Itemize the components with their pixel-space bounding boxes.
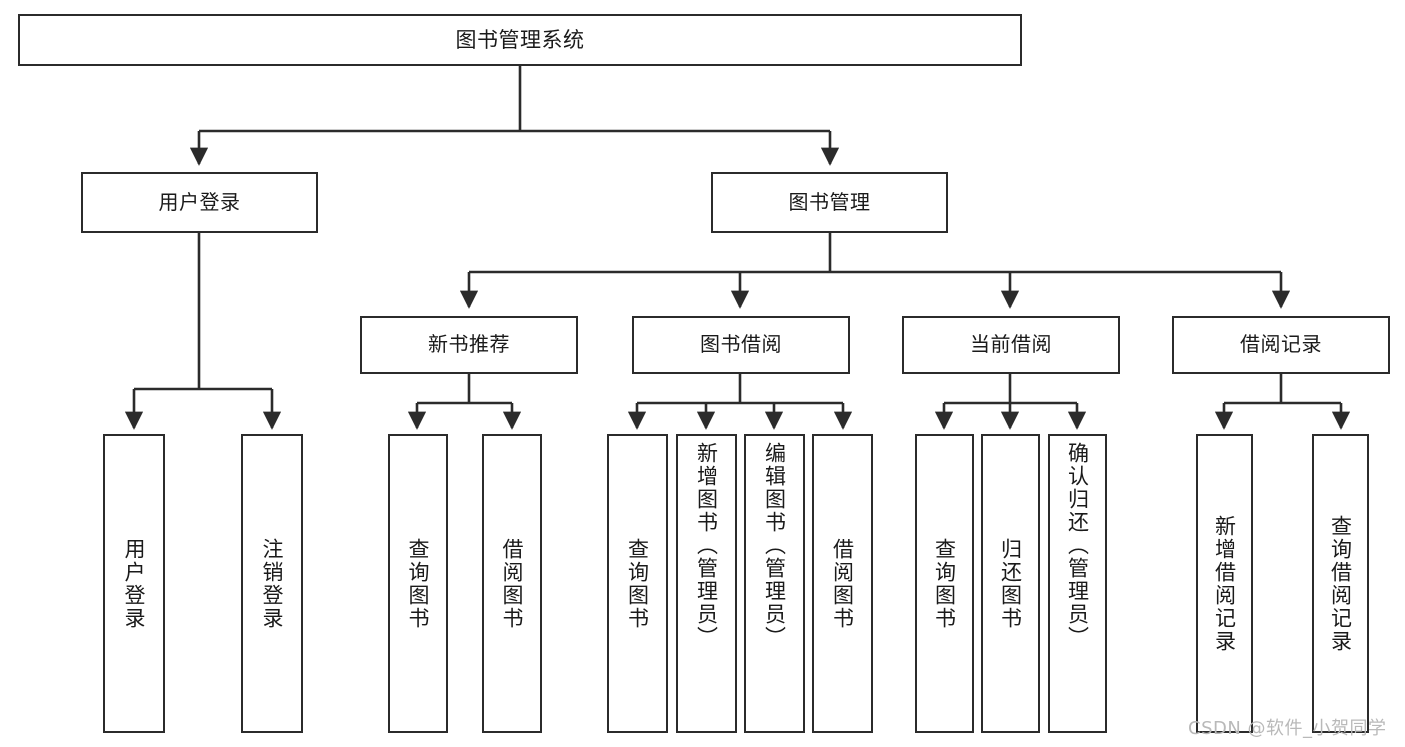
node-label: 借阅图书 bbox=[830, 537, 855, 630]
node-user-login[interactable]: 用户登录 bbox=[81, 172, 318, 233]
leaf-query-book-recommend[interactable]: 查询图书 bbox=[388, 434, 448, 733]
node-label: 用户登录 bbox=[158, 189, 241, 214]
node-book-manage[interactable]: 图书管理 bbox=[711, 172, 948, 233]
leaf-edit-book-admin[interactable]: 编辑图书（管理员） bbox=[744, 434, 805, 733]
node-label: 归还图书 bbox=[998, 537, 1023, 630]
node-label: 新书推荐 bbox=[428, 332, 510, 357]
leaf-add-borrow-record[interactable]: 新增借阅记录 bbox=[1196, 434, 1253, 733]
node-label: 查询图书 bbox=[406, 537, 431, 630]
node-label: 借阅图书 bbox=[500, 537, 525, 630]
node-label: 查询借阅记录 bbox=[1328, 514, 1353, 653]
node-label: 图书管理 bbox=[788, 189, 871, 214]
node-new-book-recommend[interactable]: 新书推荐 bbox=[360, 316, 578, 374]
leaf-query-borrow-record[interactable]: 查询借阅记录 bbox=[1312, 434, 1369, 733]
leaf-logout-login[interactable]: 注销登录 bbox=[241, 434, 303, 733]
node-label: 当前借阅 bbox=[970, 332, 1052, 357]
leaf-borrow-book-recommend[interactable]: 借阅图书 bbox=[482, 434, 542, 733]
node-label: 图书管理系统 bbox=[455, 27, 585, 52]
leaf-add-book-admin[interactable]: 新增图书（管理员） bbox=[676, 434, 737, 733]
node-label: 图书借阅 bbox=[700, 332, 782, 357]
node-label: 编辑图书（管理员） bbox=[762, 442, 787, 649]
leaf-borrow-book-borrow[interactable]: 借阅图书 bbox=[812, 434, 873, 733]
csdn-watermark: CSDN @软件_小贺同学 bbox=[1188, 718, 1387, 739]
node-borrow-record[interactable]: 借阅记录 bbox=[1172, 316, 1390, 374]
node-label: 注销登录 bbox=[260, 537, 285, 630]
node-label: 新增借阅记录 bbox=[1212, 514, 1237, 653]
node-current-borrow[interactable]: 当前借阅 bbox=[902, 316, 1120, 374]
leaf-user-login[interactable]: 用户登录 bbox=[103, 434, 165, 733]
node-label: 确认归还（管理员） bbox=[1065, 442, 1090, 649]
node-root-system[interactable]: 图书管理系统 bbox=[18, 14, 1022, 66]
node-label: 查询图书 bbox=[932, 537, 957, 630]
leaf-query-book-borrow[interactable]: 查询图书 bbox=[607, 434, 668, 733]
node-book-borrow[interactable]: 图书借阅 bbox=[632, 316, 850, 374]
node-label: 查询图书 bbox=[625, 537, 650, 630]
leaf-confirm-return-admin[interactable]: 确认归还（管理员） bbox=[1048, 434, 1107, 733]
node-label: 借阅记录 bbox=[1240, 332, 1322, 357]
leaf-return-book[interactable]: 归还图书 bbox=[981, 434, 1040, 733]
node-label: 新增图书（管理员） bbox=[694, 442, 719, 649]
leaf-query-book-current[interactable]: 查询图书 bbox=[915, 434, 974, 733]
node-label: 用户登录 bbox=[122, 537, 147, 630]
